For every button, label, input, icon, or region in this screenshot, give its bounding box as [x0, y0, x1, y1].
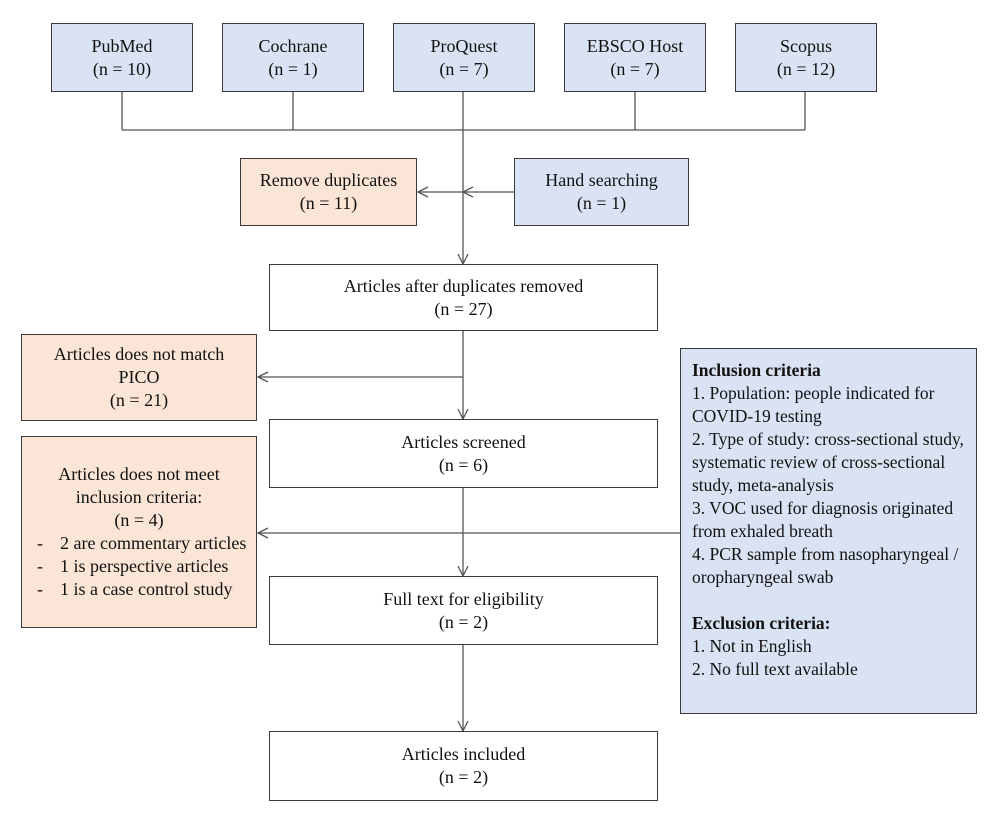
source-scopus: Scopus (n = 12) [735, 23, 877, 92]
pico-excluded-count: (n = 21) [109, 390, 169, 410]
source-count: (n = 1) [268, 58, 318, 79]
pico-excluded-label-line1: Articles does not match [53, 344, 225, 364]
full-text-label: Full text for eligibility [383, 588, 544, 609]
exclusion-criterion: 2. No full text available [692, 659, 858, 679]
exclusion-reasons-list: 2 are commentary articles 1 is perspecti… [28, 532, 250, 601]
source-count: (n = 7) [610, 58, 660, 79]
inclusion-criteria-heading: Inclusion criteria [692, 360, 821, 380]
after-duplicates-count: (n = 27) [434, 298, 493, 319]
source-count: (n = 7) [439, 58, 489, 79]
inclusion-criterion: 4. PCR sample from nasopharyngeal / orop… [692, 544, 959, 587]
source-name: ProQuest [430, 35, 498, 56]
after-duplicates-label: Articles after duplicates removed [343, 275, 584, 296]
full-text-count: (n = 2) [438, 611, 489, 632]
screened-count: (n = 6) [438, 454, 489, 475]
remove-duplicates-label: Remove duplicates [259, 170, 398, 190]
source-name: Cochrane [258, 35, 328, 56]
source-count: (n = 10) [92, 58, 152, 79]
remove-duplicates-count: (n = 11) [299, 193, 358, 213]
source-pubmed: PubMed (n = 10) [51, 23, 193, 92]
criteria-spacer [692, 589, 966, 612]
source-count: (n = 12) [776, 58, 836, 79]
exclusion-reason: 1 is perspective articles [28, 555, 250, 578]
inclusion-criterion: 1. Population: people indicated for COVI… [692, 383, 935, 426]
full-text-box: Full text for eligibility (n = 2) [269, 576, 658, 645]
pico-excluded-label-line2: PICO [118, 367, 160, 387]
source-name: Scopus [779, 35, 832, 56]
inclusion-criterion: 2. Type of study: cross-sectional study,… [692, 429, 964, 495]
exclusion-criteria-heading: Exclusion criteria: [692, 613, 831, 633]
inclusion-excluded-label-line2: inclusion criteria: [75, 487, 203, 507]
hand-searching-box: Hand searching (n = 1) [514, 158, 689, 226]
inclusion-excluded-box: Articles does not meet inclusion criteri… [21, 436, 257, 628]
exclusion-reason: 1 is a case control study [28, 578, 250, 601]
inclusion-excluded-count: (n = 4) [114, 510, 164, 530]
source-cochrane: Cochrane (n = 1) [222, 23, 364, 92]
included-label: Articles included [401, 744, 526, 764]
remove-duplicates-box: Remove duplicates (n = 11) [240, 158, 417, 226]
source-proquest: ProQuest (n = 7) [393, 23, 535, 92]
criteria-panel: Inclusion criteria 1. Population: people… [680, 348, 977, 714]
source-ebsco-host: EBSCO Host (n = 7) [564, 23, 706, 92]
hand-searching-count: (n = 1) [576, 193, 627, 213]
screened-box: Articles screened (n = 6) [269, 419, 658, 488]
included-count: (n = 2) [438, 767, 489, 787]
screened-label: Articles screened [401, 431, 526, 452]
inclusion-criterion: 3. VOC used for diagnosis originated fro… [692, 498, 954, 541]
pico-excluded-box: Articles does not match PICO (n = 21) [21, 334, 257, 421]
after-duplicates-box: Articles after duplicates removed (n = 2… [269, 264, 658, 331]
exclusion-reason: 2 are commentary articles [28, 532, 250, 555]
inclusion-excluded-label-line1: Articles does not meet [58, 464, 220, 484]
source-name: EBSCO Host [586, 35, 684, 56]
hand-searching-label: Hand searching [545, 170, 658, 190]
exclusion-criterion: 1. Not in English [692, 636, 812, 656]
included-box: Articles included (n = 2) [269, 731, 658, 801]
source-name: PubMed [91, 35, 153, 56]
